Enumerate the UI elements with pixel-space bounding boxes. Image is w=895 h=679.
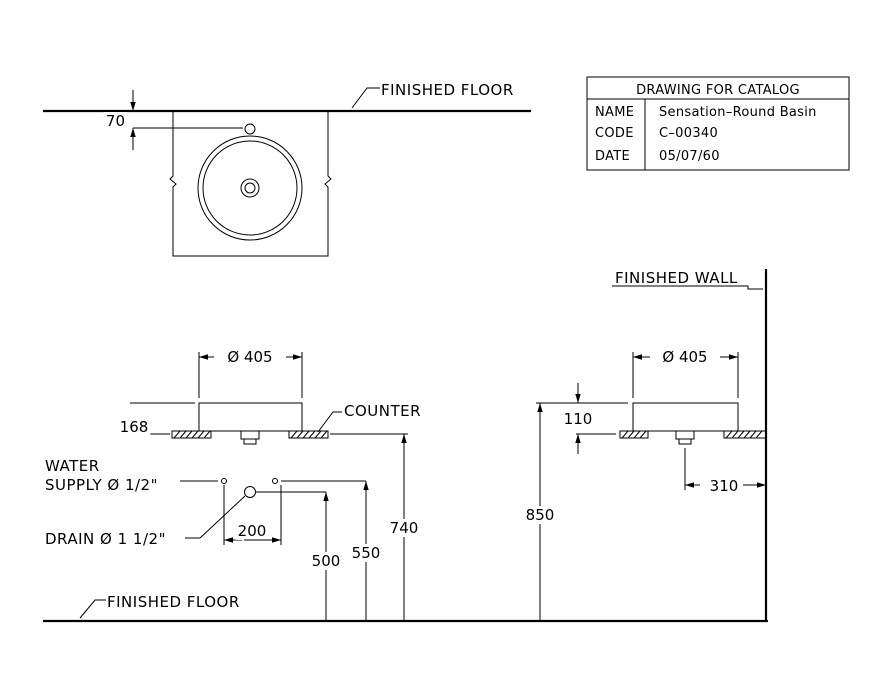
side-wall-offset-dim: 310 — [710, 477, 739, 495]
front-counter-label: COUNTER — [344, 402, 421, 420]
side-drain-fitting — [675, 430, 695, 445]
side-height-dim: 110 — [564, 410, 593, 428]
front-spacing-dim: 200 — [238, 522, 267, 540]
front-view: Ø 405 168 — [43, 348, 768, 623]
title-block-code-value: C–00340 — [659, 126, 718, 141]
dim-label-bg — [660, 348, 710, 366]
title-block-code-key: CODE — [595, 126, 634, 141]
plan-floor-label: FINISHED FLOOR — [381, 81, 514, 99]
front-supply-height-dim: 550 — [352, 544, 381, 562]
title-block-name-value: Sensation–Round Basin — [659, 105, 817, 120]
front-drain-leader — [185, 495, 246, 539]
dim-label-bg — [387, 519, 421, 537]
dim-label-bg — [235, 522, 269, 540]
plan-counter-outline — [169, 111, 332, 257]
side-counter-right — [723, 430, 767, 439]
side-diameter-dim: Ø 405 — [662, 348, 707, 366]
plan-drain-outer — [240, 178, 260, 198]
title-block-date-key: DATE — [595, 149, 630, 164]
title-block-heading: DRAWING FOR CATALOG — [636, 83, 800, 98]
side-basin — [632, 402, 739, 432]
front-height-dim: 168 — [120, 418, 149, 436]
side-view: FINISHED WALL Ø 405 — [523, 269, 768, 621]
plan-basin-outer — [197, 135, 303, 241]
dim-label-bg — [349, 544, 383, 562]
title-block-date-value: 05/07/60 — [659, 149, 720, 164]
dim-label-bg — [707, 477, 741, 495]
front-supply-label-2: SUPPLY Ø 1/2" — [45, 476, 158, 494]
side-wall-label: FINISHED WALL — [615, 269, 738, 287]
front-drain-symbol — [244, 486, 256, 498]
title-block-name-key: NAME — [595, 105, 634, 120]
dim-label-bg — [523, 506, 557, 524]
front-counter-leader — [317, 411, 342, 433]
front-floor-label: FINISHED FLOOR — [107, 593, 240, 611]
plan-floor-leader — [351, 87, 380, 109]
side-wall-leader — [612, 285, 763, 290]
front-counter-left — [171, 430, 212, 439]
plan-offset-dim: 70 — [106, 112, 125, 130]
front-basin — [198, 402, 303, 432]
title-block: DRAWING FOR CATALOG NAME Sensation–Round… — [586, 76, 850, 171]
plan-view: FINISHED FLOOR 70 — [43, 81, 531, 257]
front-drain-height-dim: 500 — [312, 552, 341, 570]
plan-drain-inner — [244, 182, 256, 194]
front-supply-label-1: WATER — [45, 457, 100, 475]
side-counter-left — [619, 430, 649, 439]
dim-label-bg — [225, 348, 275, 366]
front-supply-right — [272, 478, 278, 484]
front-counter-right — [288, 430, 329, 439]
dim-label-bg — [117, 418, 151, 436]
front-drain-fitting — [240, 430, 260, 445]
plan-faucet-hole — [244, 123, 256, 135]
side-rim-height-dim: 850 — [526, 506, 555, 524]
front-counter-height-dim: 740 — [390, 519, 419, 537]
dim-label-bg — [309, 552, 343, 570]
dim-label-bg — [561, 410, 595, 428]
front-floor-leader — [79, 599, 106, 619]
front-diameter-dim: Ø 405 — [227, 348, 272, 366]
plan-basin-inner — [202, 140, 298, 236]
front-drain-label: DRAIN Ø 1 1/2" — [45, 530, 166, 548]
front-supply-left — [221, 478, 227, 484]
dim-label-bg — [103, 112, 127, 130]
